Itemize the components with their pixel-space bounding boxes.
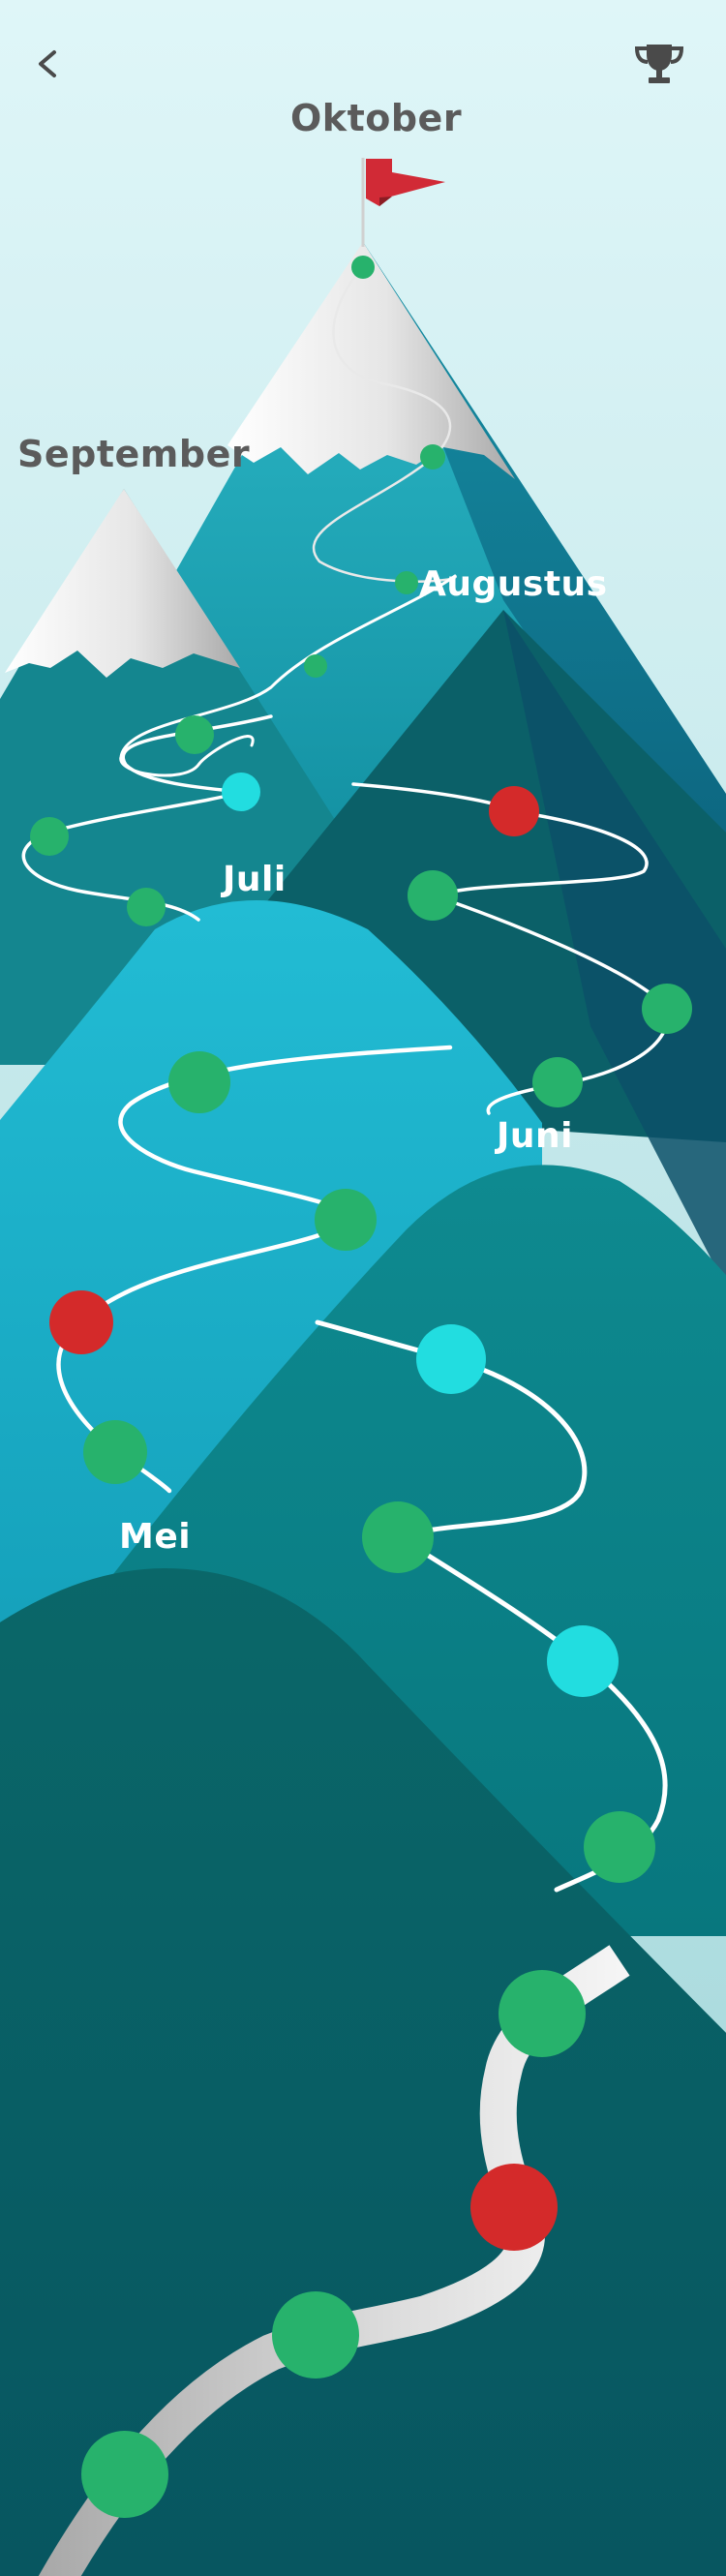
progress-node-done[interactable] [315, 1189, 377, 1251]
progress-node-done[interactable] [81, 2431, 168, 2518]
month-label-juni: Juni [497, 1116, 573, 1156]
progress-node-done[interactable] [351, 256, 375, 279]
road [38, 1945, 630, 2576]
progress-node-current[interactable] [547, 1625, 619, 1697]
progress-node-done[interactable] [642, 984, 692, 1034]
chevron-left-icon [39, 50, 56, 77]
progress-node-done[interactable] [83, 1420, 147, 1484]
progress-node-done[interactable] [420, 444, 445, 470]
progress-node-missed[interactable] [489, 786, 539, 836]
progress-node-done[interactable] [168, 1051, 230, 1113]
month-label-juli: Juli [223, 860, 287, 899]
progress-node-done[interactable] [304, 654, 327, 678]
progress-node-done[interactable] [362, 1501, 434, 1573]
hill-mei [0, 1568, 726, 2576]
progress-node-current[interactable] [222, 773, 260, 811]
summit-flag [361, 158, 445, 247]
progress-node-done[interactable] [499, 1970, 586, 2057]
trophy-button[interactable] [633, 41, 685, 87]
progress-node-current[interactable] [416, 1324, 486, 1394]
month-label-september: September [17, 433, 251, 475]
progress-node-done[interactable] [395, 571, 418, 594]
progress-node-done[interactable] [30, 817, 69, 856]
trophy-icon [634, 45, 684, 83]
month-label-mei: Mei [119, 1517, 192, 1557]
back-button[interactable] [29, 45, 68, 83]
progress-node-done[interactable] [127, 888, 166, 926]
progress-node-done[interactable] [272, 2291, 359, 2379]
month-label-augustus: Augustus [419, 564, 608, 604]
progress-nodes [30, 256, 692, 2518]
month-label-oktober: Oktober [290, 97, 463, 139]
progress-node-missed[interactable] [470, 2164, 558, 2251]
progress-node-done[interactable] [532, 1057, 583, 1107]
progress-node-done[interactable] [408, 870, 458, 921]
progress-node-missed[interactable] [49, 1290, 113, 1354]
progress-node-done[interactable] [175, 715, 214, 754]
progress-node-done[interactable] [584, 1811, 655, 1883]
